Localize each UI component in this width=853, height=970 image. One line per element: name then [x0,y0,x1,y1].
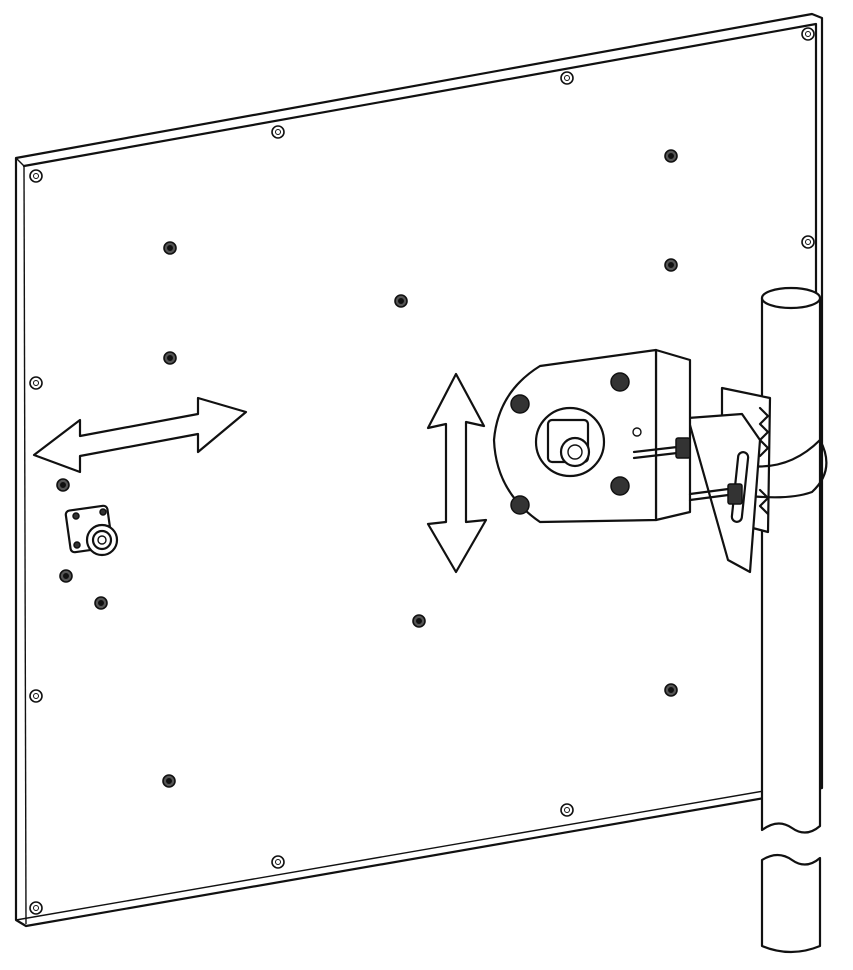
screw-center [33,905,39,911]
antenna-panel [14,12,824,928]
mounting-pole [760,286,822,954]
screw-center [805,239,811,245]
vertical-adjust-arrow [426,372,488,574]
screw-center [275,859,281,865]
n-connector-left [64,504,119,557]
screw-center [564,807,570,813]
screw-center [60,482,66,488]
screw-center [166,778,172,784]
screw-center [167,245,173,251]
screw-center [33,693,39,699]
screw-center [275,129,281,135]
screw-center [33,173,39,179]
screw-center [398,298,404,304]
screw-center [564,75,570,81]
panel-screws [29,27,815,915]
mounting-bracket [492,348,743,524]
screw-center [668,153,674,159]
screw-center [33,380,39,386]
screw-center [416,618,422,624]
screw-center [668,687,674,693]
horizontal-adjust-arrow [32,396,248,474]
screw-center [167,355,173,361]
screw-center [98,600,104,606]
screw-center [63,573,69,579]
screw-center [668,262,674,268]
screw-center [805,31,811,37]
